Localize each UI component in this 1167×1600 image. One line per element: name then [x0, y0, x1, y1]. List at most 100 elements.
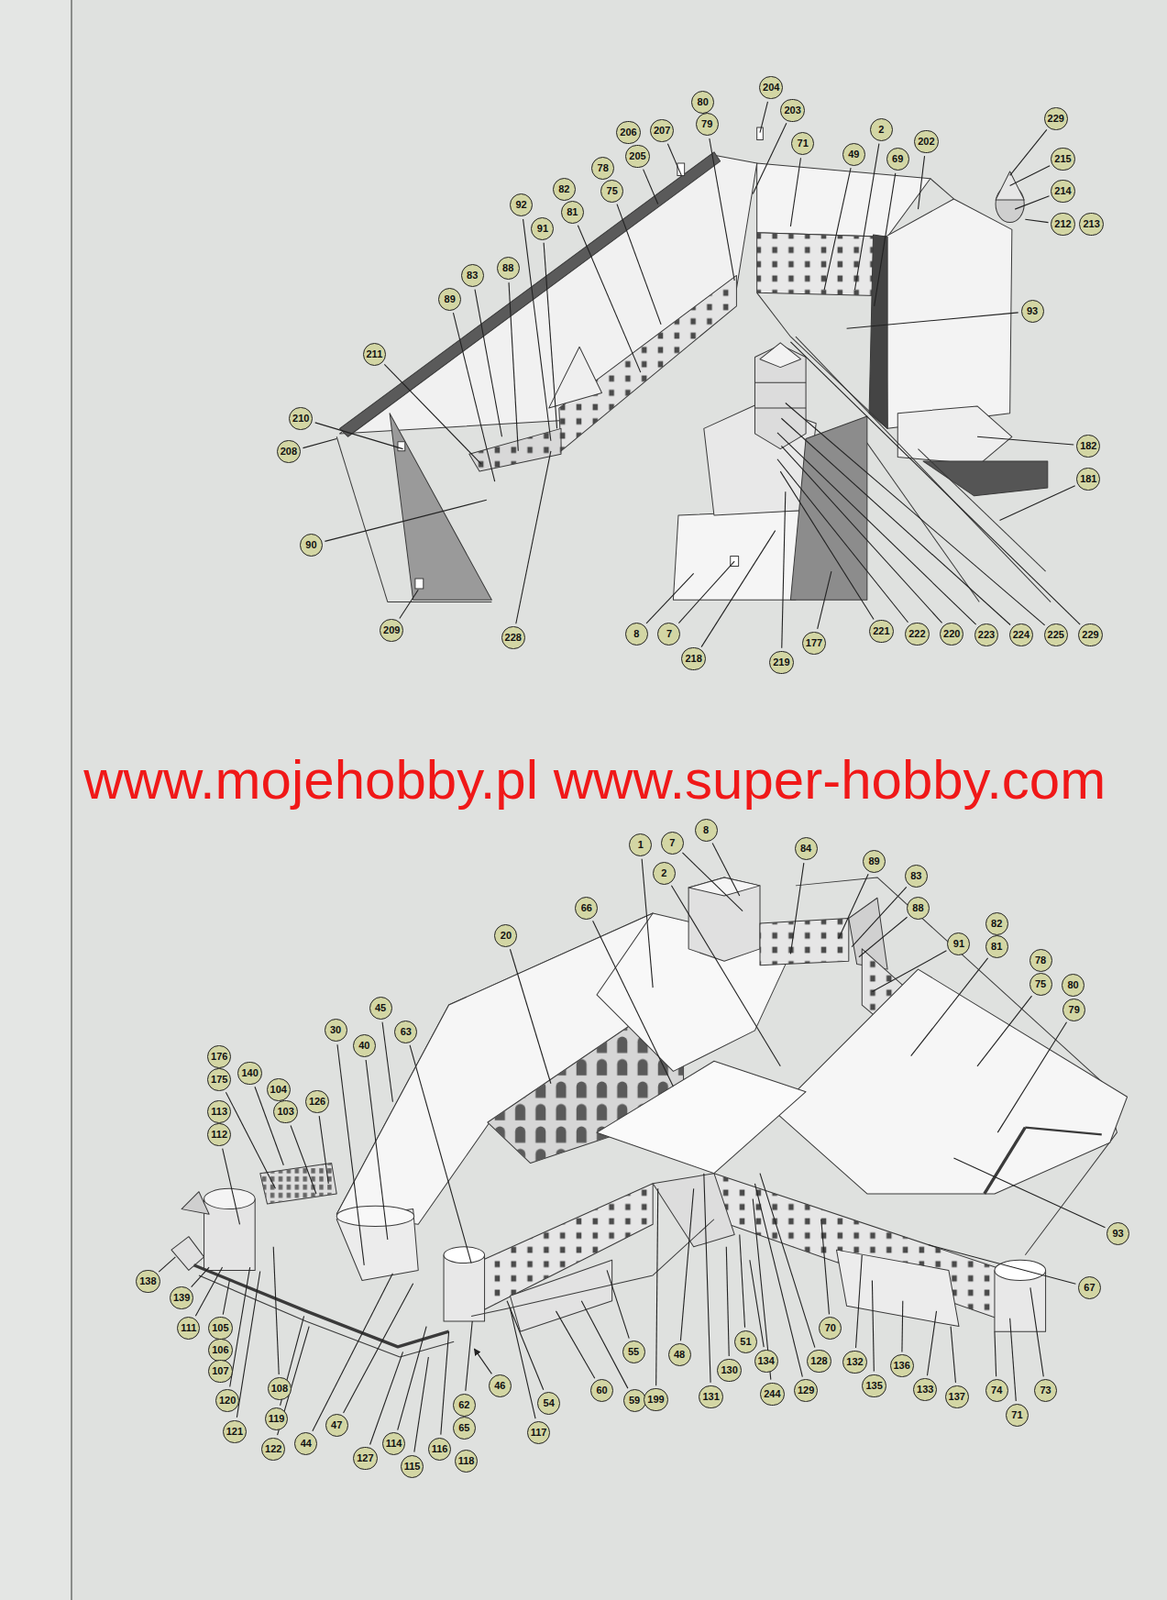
- page-margin: [0, 0, 72, 1600]
- leader-line: [1030, 1287, 1044, 1377]
- callout-number: 7: [660, 831, 684, 855]
- callout-number: 79: [695, 112, 719, 136]
- leader-line: [474, 289, 502, 438]
- leader-line: [790, 157, 801, 227]
- callout-number: 91: [530, 217, 554, 241]
- leader-line: [917, 155, 925, 210]
- callout-number: 89: [438, 287, 462, 311]
- callout-number: 113: [207, 1100, 232, 1123]
- leader-line: [646, 572, 694, 623]
- castle-top-view-part: [923, 461, 1048, 496]
- leader-line: [851, 886, 907, 947]
- callout-number: 59: [623, 1388, 647, 1412]
- callout-number: 92: [509, 193, 533, 217]
- callout-number: 8: [694, 818, 718, 842]
- castle-bottom-view-part: [204, 1188, 256, 1209]
- callout-number: 199: [643, 1387, 668, 1411]
- callout-number: 48: [668, 1343, 692, 1366]
- callout-number: 55: [622, 1340, 646, 1364]
- leader-line: [704, 1173, 711, 1383]
- callout-number: 2: [652, 861, 676, 885]
- leader-line: [195, 1266, 222, 1316]
- castle-bottom-view-part: [688, 877, 760, 961]
- callout-number: 228: [501, 626, 526, 650]
- leader-line: [667, 143, 682, 177]
- leader-line: [926, 1310, 936, 1376]
- leader-line: [678, 561, 735, 623]
- leader-line: [780, 471, 874, 619]
- callout-number: 40: [352, 1034, 376, 1057]
- callout-number: 129: [793, 1378, 818, 1402]
- leader-line: [319, 1115, 329, 1184]
- leader-line: [312, 1273, 394, 1432]
- callout-number: 128: [806, 1349, 831, 1373]
- castle-top-view: [336, 127, 1051, 602]
- leader-line: [874, 173, 896, 307]
- callout-number: 69: [886, 147, 910, 171]
- callout-number: 81: [985, 935, 1009, 958]
- callout-number: 63: [394, 1020, 418, 1044]
- callout-number: 126: [305, 1089, 330, 1113]
- callout-number: 78: [1029, 948, 1053, 972]
- callout-number: 175: [207, 1067, 232, 1091]
- leader-line: [824, 167, 851, 290]
- callout-number: 51: [734, 1330, 758, 1354]
- callout-number: 117: [527, 1420, 551, 1444]
- callout-number: 119: [264, 1407, 289, 1431]
- callout-number: 91: [946, 932, 970, 956]
- callout-number: 218: [681, 647, 705, 671]
- castle-top-view-part: [754, 382, 806, 384]
- leader-line: [680, 1188, 694, 1341]
- leader-line: [752, 122, 787, 194]
- callout-number: 1: [628, 833, 652, 857]
- leader-line: [759, 1173, 815, 1348]
- callout-number: 84: [794, 836, 818, 860]
- castle-bottom-view-part: [193, 1265, 449, 1347]
- leader-line: [397, 1326, 427, 1431]
- callout-number: 108: [267, 1376, 292, 1400]
- leader-line: [781, 445, 942, 623]
- leader-line: [555, 1310, 595, 1378]
- callout-number: 74: [985, 1378, 1009, 1402]
- leader-line: [440, 1331, 450, 1435]
- leader-line: [977, 436, 1074, 445]
- callout-number: 120: [215, 1388, 240, 1412]
- leader-line: [847, 312, 1019, 329]
- callout-number: 75: [600, 179, 624, 203]
- leader-line: [290, 1124, 317, 1193]
- leader-line: [382, 1022, 393, 1102]
- callout-number: 79: [1062, 998, 1086, 1022]
- callout-number: 203: [780, 99, 804, 122]
- leader-line: [473, 1348, 492, 1374]
- callout-number: 219: [769, 650, 793, 674]
- callout-number: 135: [861, 1374, 886, 1398]
- callout-number: 138: [135, 1269, 160, 1293]
- callout-number: 210: [288, 407, 313, 430]
- castle-bottom-view-part: [759, 917, 849, 965]
- leader-line: [901, 1300, 903, 1353]
- leader-line: [726, 1246, 729, 1356]
- leader-line: [1024, 219, 1048, 222]
- castle-bottom-view-part: [714, 1173, 1021, 1327]
- callout-number: 89: [862, 849, 886, 873]
- leader-line: [643, 169, 659, 205]
- callout-number: 136: [890, 1354, 914, 1377]
- leader-line: [754, 1183, 803, 1377]
- callout-number: 213: [1078, 212, 1103, 236]
- leader-line: [682, 852, 743, 912]
- leader-line: [777, 459, 909, 623]
- leader-line: [509, 1308, 536, 1420]
- callout-number: 205: [625, 144, 650, 168]
- leader-line: [977, 995, 1032, 1067]
- callout-number: 111: [176, 1316, 200, 1340]
- callout-number: 116: [428, 1437, 452, 1461]
- callout-number: 223: [974, 623, 999, 647]
- leader-line: [370, 1351, 404, 1444]
- callout-number: 207: [649, 119, 674, 143]
- castle-bottom-view-part: [596, 1060, 806, 1173]
- leader-line: [315, 422, 404, 450]
- leader-line: [225, 1091, 276, 1189]
- leader-line: [712, 843, 740, 896]
- castle-top-view-part: [759, 342, 802, 368]
- castle-top-view-part: [757, 232, 886, 297]
